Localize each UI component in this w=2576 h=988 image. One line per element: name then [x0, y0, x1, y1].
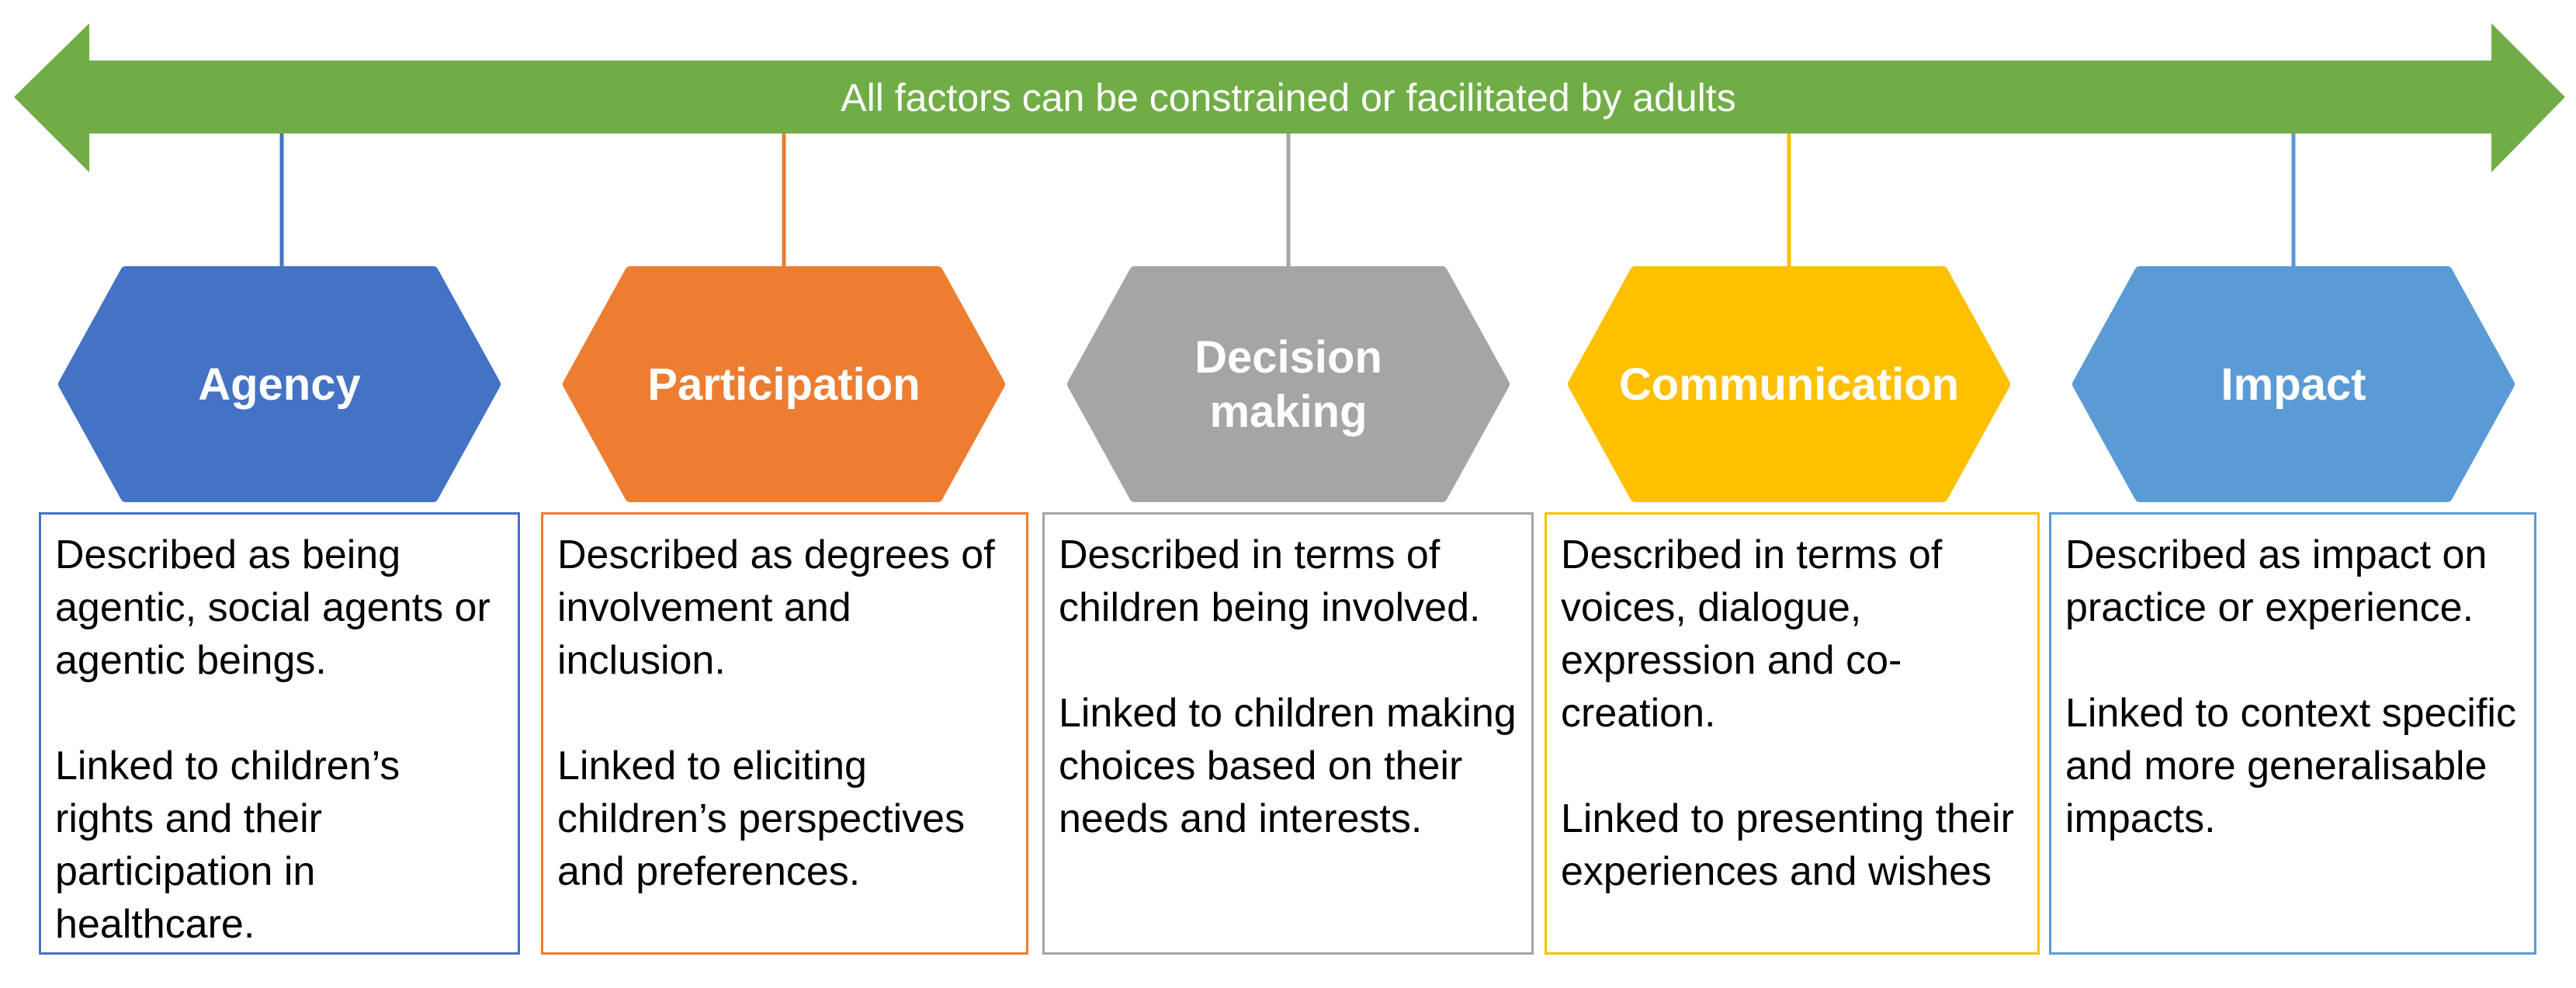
hexagon-title-impact: Impact — [2221, 359, 2366, 410]
hexagon-title-decision-making: Decision — [1194, 332, 1382, 383]
description-text: Linked to children’s rights and their pa… — [55, 744, 400, 947]
hexagon-title-agency: Agency — [198, 359, 361, 410]
description-box-decision-making: Described in terms of children being inv… — [1042, 512, 1534, 955]
description-text: Linked to eliciting children’s perspecti… — [557, 744, 966, 894]
arrow-label: All factors can be constrained or facili… — [841, 76, 1735, 120]
description-text: Linked to presenting their experiences a… — [1561, 796, 2014, 894]
connector-lines — [279, 128, 2296, 276]
description-box-agency: Described as being agentic, social agent… — [39, 512, 520, 955]
description-text: Described in terms of children being inv… — [1059, 532, 1481, 630]
hexagon-participation — [563, 266, 1005, 502]
hexagon-decision-making — [1067, 266, 1510, 502]
description-text: Described as degrees of involvement and … — [557, 532, 995, 683]
double-headed-arrow — [14, 23, 2565, 172]
hexagon-title-decision-making: making — [1209, 387, 1367, 437]
hexagon-impact — [2072, 266, 2515, 502]
description-box-communication: Described in terms of voices, dialogue, … — [1545, 512, 2040, 955]
description-text: Linked to context specific and more gene… — [2065, 691, 2516, 841]
description-box-participation: Described as degrees of involvement and … — [541, 512, 1028, 955]
description-text: Described in terms of voices, dialogue, … — [1561, 532, 1943, 736]
hexagon-title-communication: Communication — [1619, 359, 1959, 410]
description-text: Described as being agentic, social agent… — [55, 532, 491, 683]
hexagon-title-participation: Participation — [647, 359, 920, 410]
description-text: Described as impact on practice or exper… — [2065, 532, 2488, 630]
hexagon-agency — [58, 266, 501, 502]
description-box-impact: Described as impact on practice or exper… — [2049, 512, 2536, 955]
hexagon-communication — [1568, 266, 2010, 502]
description-text: Linked to children making choices based … — [1059, 691, 1517, 841]
